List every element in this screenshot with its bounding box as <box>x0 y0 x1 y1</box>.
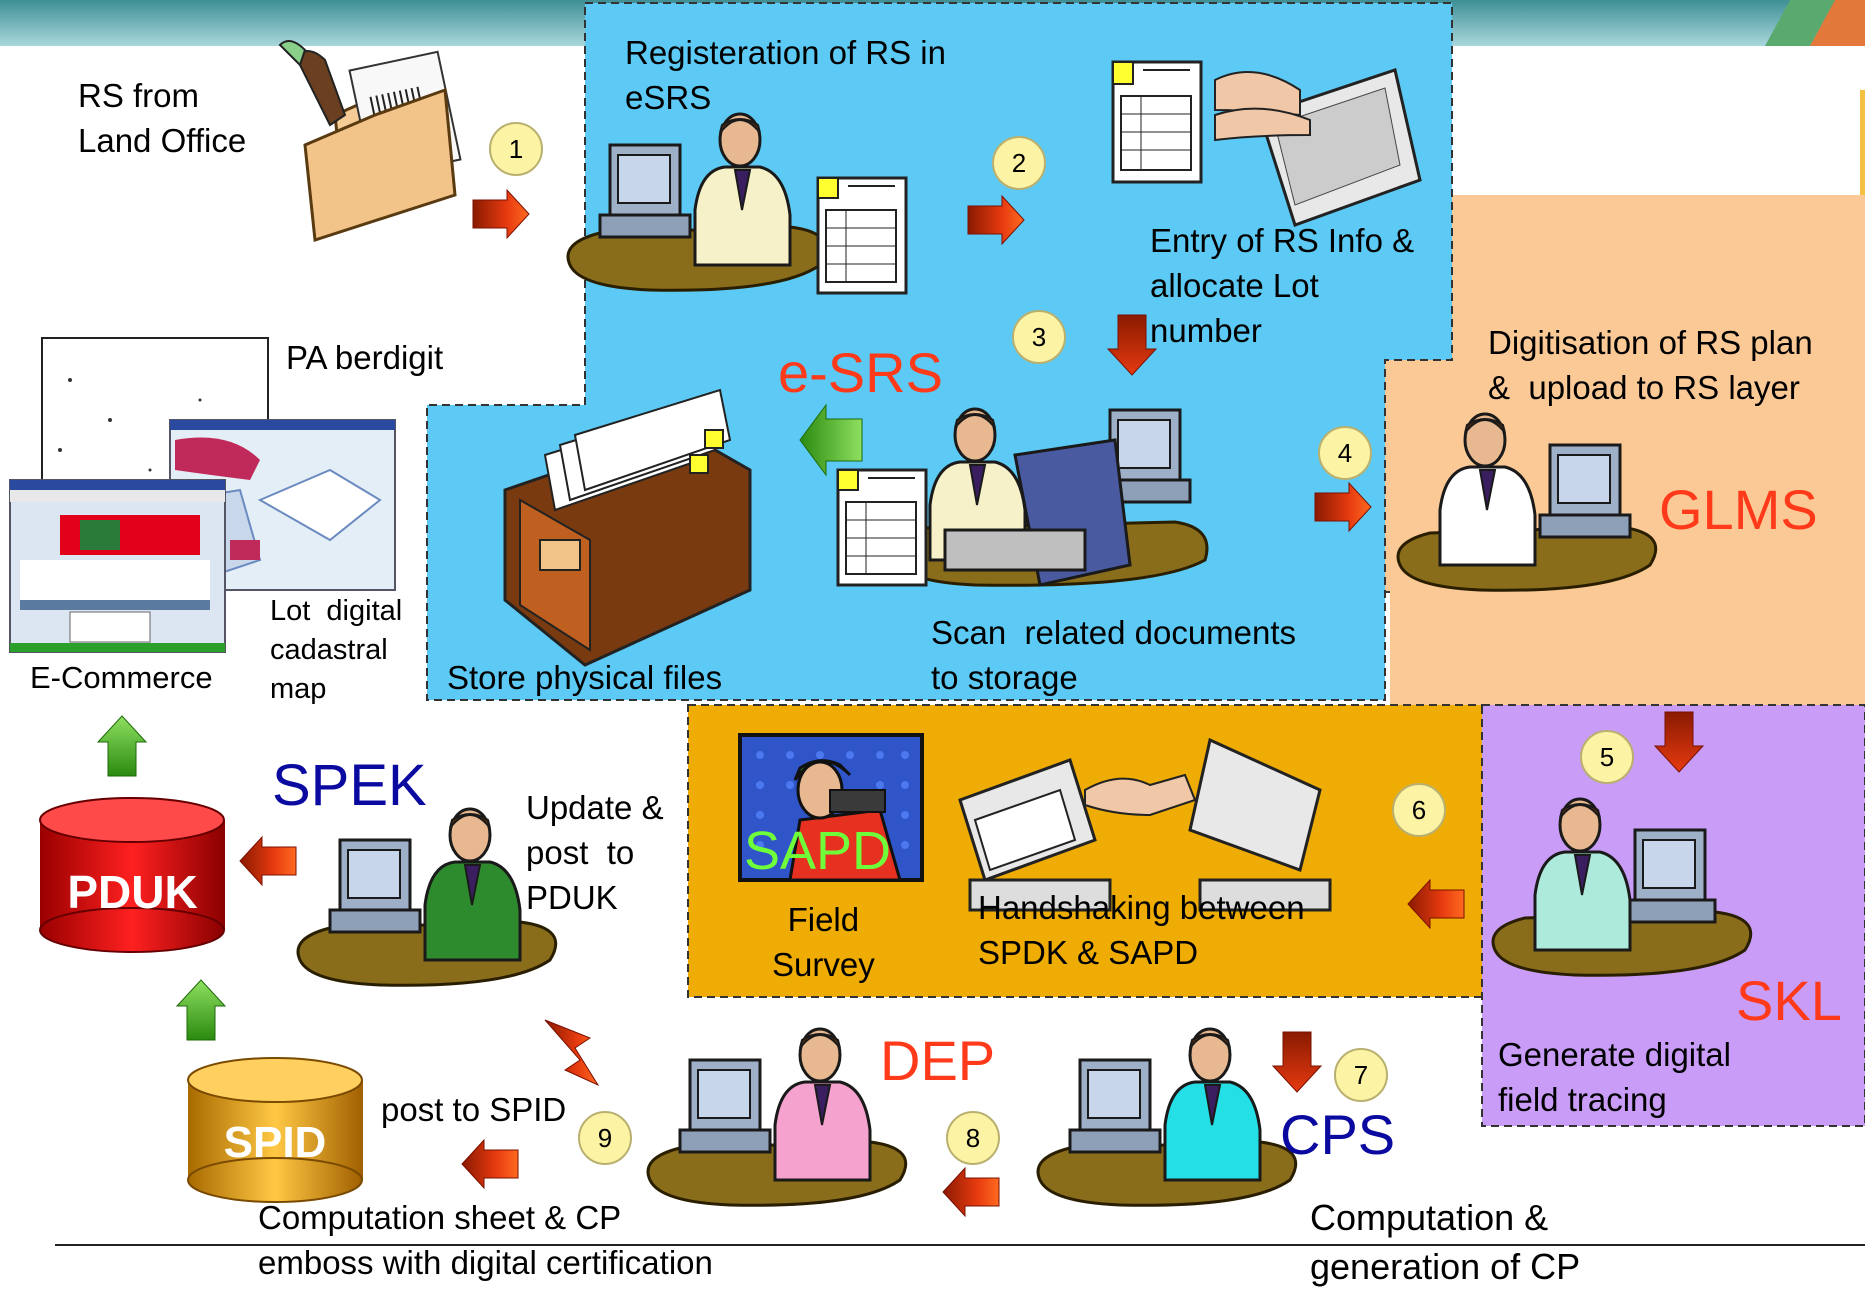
office-worker-icon <box>566 112 828 292</box>
surveyor-icon <box>738 733 924 882</box>
office-worker-icon <box>891 407 1209 587</box>
step-badge-8: 8 <box>946 1111 1000 1165</box>
glms-system-label: GLMS <box>1659 478 1818 541</box>
file-cabinet-icon <box>503 388 752 667</box>
dep-system-label: DEP <box>880 1029 996 1092</box>
office-worker-icon <box>1036 1027 1298 1207</box>
entry-rs-info-label: Entry of RS Info & allocate Lot number <box>1150 222 1415 349</box>
arrow-icon <box>461 1139 519 1189</box>
step-badge-9: 9 <box>578 1111 632 1165</box>
database-cylinder-icon <box>187 1057 363 1203</box>
store-physical-files-label: Store physical files <box>447 659 723 696</box>
pa-berdigit-label: PA berdigit <box>286 339 444 376</box>
office-worker-icon <box>1396 412 1658 592</box>
keyboard-icon <box>1214 68 1422 227</box>
document-form-icon <box>836 468 928 587</box>
field-survey-label: Field Survey <box>772 901 875 983</box>
arrow-icon <box>97 715 147 777</box>
document-form-icon <box>816 176 908 295</box>
generate-digital-label: Generate digital field tracing <box>1498 1036 1731 1118</box>
sapd-system-label: SAPD <box>744 821 892 881</box>
esrs-system-label: e-SRS <box>778 341 943 404</box>
arrow-icon <box>799 403 863 477</box>
spek-system-label: SPEK <box>272 753 427 818</box>
database-cylinder-icon <box>39 797 225 953</box>
rs-from-land-office-label: RS from Land Office <box>78 77 247 159</box>
arrow-icon <box>239 836 297 886</box>
handshaking-label: Handshaking between SPDK & SAPD <box>978 889 1305 971</box>
arrow-icon <box>176 979 226 1041</box>
digitisation-label: Digitisation of RS plan & upload to RS l… <box>1488 324 1813 406</box>
spid-database-label: SPID <box>223 1118 327 1167</box>
office-worker-icon <box>646 1027 908 1207</box>
lot-digital-label: Lot digital cadastral map <box>270 595 403 705</box>
office-worker-icon <box>296 807 558 987</box>
step-badge-3: 3 <box>1012 310 1066 364</box>
ecommerce-label: E-Commerce <box>30 660 213 695</box>
arrow-icon <box>544 1019 600 1087</box>
computation-generation-label: Computation & generation of CP <box>1310 1197 1581 1287</box>
step-badge-5: 5 <box>1580 730 1634 784</box>
arrow-icon <box>1272 1031 1322 1093</box>
arrow-icon <box>942 1167 1000 1217</box>
office-worker-icon <box>1491 797 1753 977</box>
step-badge-4: 4 <box>1318 426 1372 480</box>
update-post-label: Update & post to PDUK <box>526 789 664 916</box>
document-form-icon <box>1111 60 1203 184</box>
skl-system-label: SKL <box>1736 969 1842 1032</box>
header-corner-orange <box>1810 0 1865 46</box>
handshake-computers-icon <box>958 737 1332 912</box>
registration-label: Registeration of RS in eSRS <box>625 34 946 116</box>
step-badge-1: 1 <box>489 122 543 176</box>
arrow-icon <box>472 189 530 239</box>
post-to-spid-label: post to SPID <box>381 1091 567 1128</box>
step-badge-7: 7 <box>1334 1048 1388 1102</box>
computation-sheet-label: Computation sheet & CP emboss with digit… <box>258 1199 713 1281</box>
envelope-letter-icon <box>278 40 462 242</box>
cps-system-label: CPS <box>1280 1103 1396 1166</box>
screenshot-thumbnail-icon <box>9 479 226 653</box>
step-badge-6: 6 <box>1392 783 1446 837</box>
header-corner-green <box>1765 0 1835 46</box>
pduk-database-label: PDUK <box>67 866 198 918</box>
step-badge-2: 2 <box>992 136 1046 190</box>
scan-documents-label: Scan related documents to storage <box>931 614 1297 696</box>
